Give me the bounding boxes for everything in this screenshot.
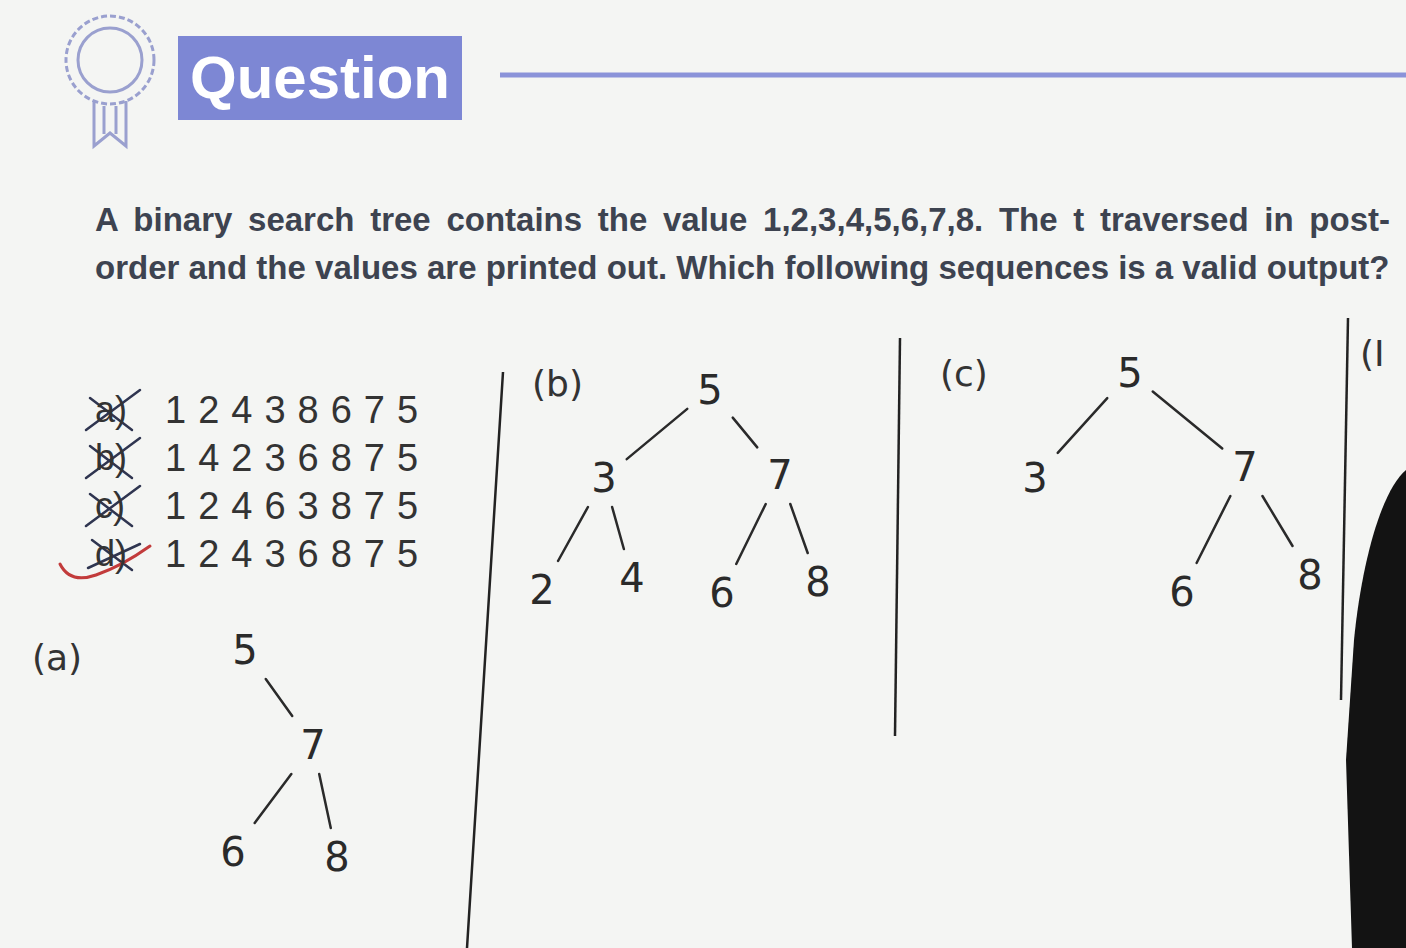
tree-node: 7	[1226, 442, 1263, 492]
divider-line	[467, 372, 503, 948]
tree-node: 8	[799, 557, 836, 607]
slide-title: Question	[178, 36, 462, 120]
node-value: 7	[1232, 444, 1257, 490]
tree-edge	[612, 507, 624, 549]
option-sequence: 12436875	[165, 532, 430, 576]
badge-inner	[78, 28, 142, 92]
badge-icon	[66, 16, 154, 146]
node-value: 5	[697, 367, 722, 413]
tree-edge	[733, 418, 758, 448]
node-value: 7	[300, 722, 325, 768]
tree-node: 8	[318, 832, 355, 882]
tree-node: 7	[761, 450, 798, 500]
tree-node: 5	[226, 625, 263, 675]
tree-node: 2	[523, 565, 560, 615]
tree-caption: (c)	[940, 352, 988, 396]
node-value: 7	[767, 452, 792, 498]
option-sequence: 12463875	[165, 484, 430, 528]
title-rule	[500, 73, 1406, 78]
tree-edge	[1262, 496, 1292, 546]
tree-edge	[1197, 496, 1231, 563]
node-value: 8	[1297, 552, 1322, 598]
tree-node: 6	[703, 568, 740, 618]
node-value: 5	[1117, 350, 1142, 396]
tree-node: 4	[613, 553, 650, 603]
tree-node: 5	[691, 365, 728, 415]
tree-edge	[736, 504, 765, 564]
tree-edge	[255, 774, 292, 823]
option-letter: b)	[95, 436, 127, 480]
dividers	[467, 318, 1348, 948]
node-value: 4	[619, 555, 644, 601]
option-letter: c)	[95, 484, 125, 528]
node-value: 2	[529, 567, 554, 613]
tree-caption: (b)	[532, 362, 583, 406]
tree-edge	[1153, 392, 1223, 449]
tree-edge	[266, 679, 292, 716]
tree-edge	[558, 507, 588, 561]
tree-edge	[1058, 398, 1108, 453]
tree-caption: (I	[1360, 332, 1385, 376]
tree-edge	[319, 774, 331, 828]
node-value: 5	[232, 627, 257, 673]
tree-node: 3	[585, 453, 622, 503]
tree-node: 5	[1111, 348, 1148, 398]
badge-ribbon	[94, 101, 126, 146]
divider-line	[895, 338, 900, 736]
presenter-silhouette	[1346, 470, 1406, 948]
badge-ribbon-line	[115, 106, 118, 134]
tree-edge	[790, 504, 807, 553]
badge-ribbon-line	[103, 106, 106, 134]
node-value: 3	[591, 455, 616, 501]
tree-caption: (a)	[32, 636, 82, 680]
tree-node: 3	[1016, 453, 1053, 503]
option-letter: a)	[95, 388, 127, 432]
node-value: 6	[709, 570, 734, 616]
node-value: 8	[324, 834, 349, 880]
node-value: 8	[805, 559, 830, 605]
tree-node: 6	[214, 827, 251, 877]
tree-node: 7	[294, 720, 331, 770]
tree-edge	[627, 409, 688, 459]
tree-node: 8	[1291, 550, 1328, 600]
node-value: 3	[1022, 455, 1047, 501]
divider-line	[1341, 318, 1348, 700]
node-value: 6	[1169, 569, 1194, 615]
option-sequence: 12438675	[165, 388, 430, 432]
option-letter: d)	[95, 532, 127, 576]
option-sequence: 14236875	[165, 436, 430, 480]
tree-node: 6	[1163, 567, 1200, 617]
question-text: A binary search tree contains the value …	[95, 196, 1390, 292]
badge-outer	[66, 16, 154, 104]
node-value: 6	[220, 829, 245, 875]
